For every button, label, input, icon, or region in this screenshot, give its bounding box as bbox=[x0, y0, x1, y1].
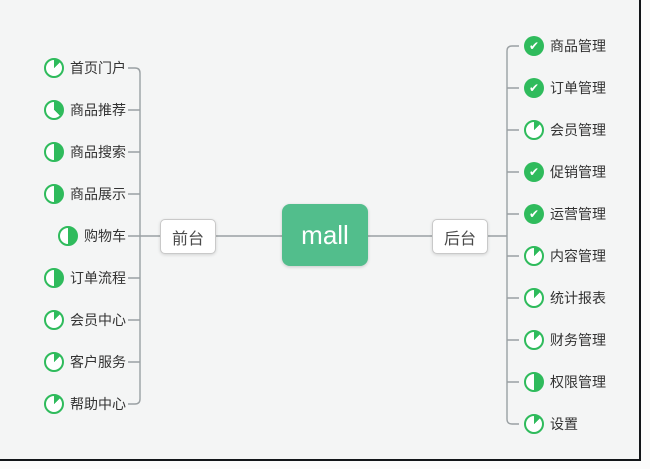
backend-topic[interactable]: ✔ 订单管理 bbox=[524, 74, 606, 102]
task-progress-icon bbox=[524, 120, 544, 140]
branch-topic-backend[interactable]: 后台 bbox=[432, 219, 488, 254]
topic-label: 统计报表 bbox=[550, 290, 606, 306]
branch-topic-label: 前台 bbox=[171, 230, 204, 248]
task-complete-icon: ✔ bbox=[524, 204, 544, 224]
topic-label: 权限管理 bbox=[550, 374, 606, 390]
frontend-topic[interactable]: 商品推荐 bbox=[44, 96, 126, 124]
task-progress-icon bbox=[58, 226, 78, 246]
topic-label: 促销管理 bbox=[550, 164, 606, 180]
task-progress-icon bbox=[44, 268, 64, 288]
frontend-topic[interactable]: 商品展示 bbox=[44, 180, 126, 208]
topic-label: 商品搜索 bbox=[70, 144, 126, 160]
frontend-topic[interactable]: 商品搜索 bbox=[44, 138, 126, 166]
backend-topic[interactable]: 权限管理 bbox=[524, 368, 606, 396]
task-progress-icon bbox=[524, 372, 544, 392]
task-complete-icon: ✔ bbox=[524, 36, 544, 56]
topic-label: 帮助中心 bbox=[70, 396, 126, 412]
frontend-topic[interactable]: 订单流程 bbox=[44, 264, 126, 292]
topic-label: 客户服务 bbox=[70, 354, 126, 370]
left-branch-connectors bbox=[128, 67, 283, 405]
backend-topic[interactable]: 会员管理 bbox=[524, 116, 606, 144]
backend-topic[interactable]: 统计报表 bbox=[524, 284, 606, 312]
frontend-topic[interactable]: 会员中心 bbox=[44, 306, 126, 334]
task-progress-icon bbox=[44, 184, 64, 204]
root-topic-mall[interactable]: mall bbox=[282, 204, 368, 266]
topic-label: 订单管理 bbox=[550, 80, 606, 96]
backend-topic[interactable]: 内容管理 bbox=[524, 242, 606, 270]
topic-label: 商品管理 bbox=[550, 38, 606, 54]
task-progress-icon bbox=[44, 58, 64, 78]
task-progress-icon bbox=[44, 352, 64, 372]
task-complete-icon: ✔ bbox=[524, 162, 544, 182]
branch-topic-frontend[interactable]: 前台 bbox=[160, 219, 216, 254]
topic-label: 商品推荐 bbox=[70, 102, 126, 118]
task-progress-icon bbox=[524, 288, 544, 308]
backend-topic[interactable]: ✔ 促销管理 bbox=[524, 158, 606, 186]
right-branch-connectors bbox=[368, 45, 519, 425]
task-progress-icon bbox=[524, 246, 544, 266]
topic-label: 会员中心 bbox=[70, 312, 126, 328]
backend-topic[interactable]: 财务管理 bbox=[524, 326, 606, 354]
task-progress-icon bbox=[44, 142, 64, 162]
topic-label: 运营管理 bbox=[550, 206, 606, 222]
task-complete-icon: ✔ bbox=[524, 78, 544, 98]
task-progress-icon bbox=[44, 100, 64, 120]
branch-topic-label: 后台 bbox=[443, 230, 476, 248]
backend-topic[interactable]: ✔ 商品管理 bbox=[524, 32, 606, 60]
topic-label: 订单流程 bbox=[70, 270, 126, 286]
task-progress-icon bbox=[524, 330, 544, 350]
topic-label: 商品展示 bbox=[70, 186, 126, 202]
topic-label: 购物车 bbox=[84, 228, 126, 244]
frontend-topic[interactable]: 帮助中心 bbox=[44, 390, 126, 418]
topic-label: 内容管理 bbox=[550, 248, 606, 264]
backend-topic[interactable]: 设置 bbox=[524, 410, 578, 438]
task-progress-icon bbox=[524, 414, 544, 434]
backend-topic[interactable]: ✔ 运营管理 bbox=[524, 200, 606, 228]
topic-label: 会员管理 bbox=[550, 122, 606, 138]
root-topic-label: mall bbox=[301, 219, 349, 250]
topic-label: 设置 bbox=[550, 416, 578, 432]
frontend-topic[interactable]: 购物车 bbox=[58, 222, 126, 250]
frontend-topic[interactable]: 客户服务 bbox=[44, 348, 126, 376]
task-progress-icon bbox=[44, 394, 64, 414]
task-progress-icon bbox=[44, 310, 64, 330]
topic-label: 首页门户 bbox=[70, 60, 126, 76]
frontend-topic[interactable]: 首页门户 bbox=[44, 54, 126, 82]
topic-label: 财务管理 bbox=[550, 332, 606, 348]
